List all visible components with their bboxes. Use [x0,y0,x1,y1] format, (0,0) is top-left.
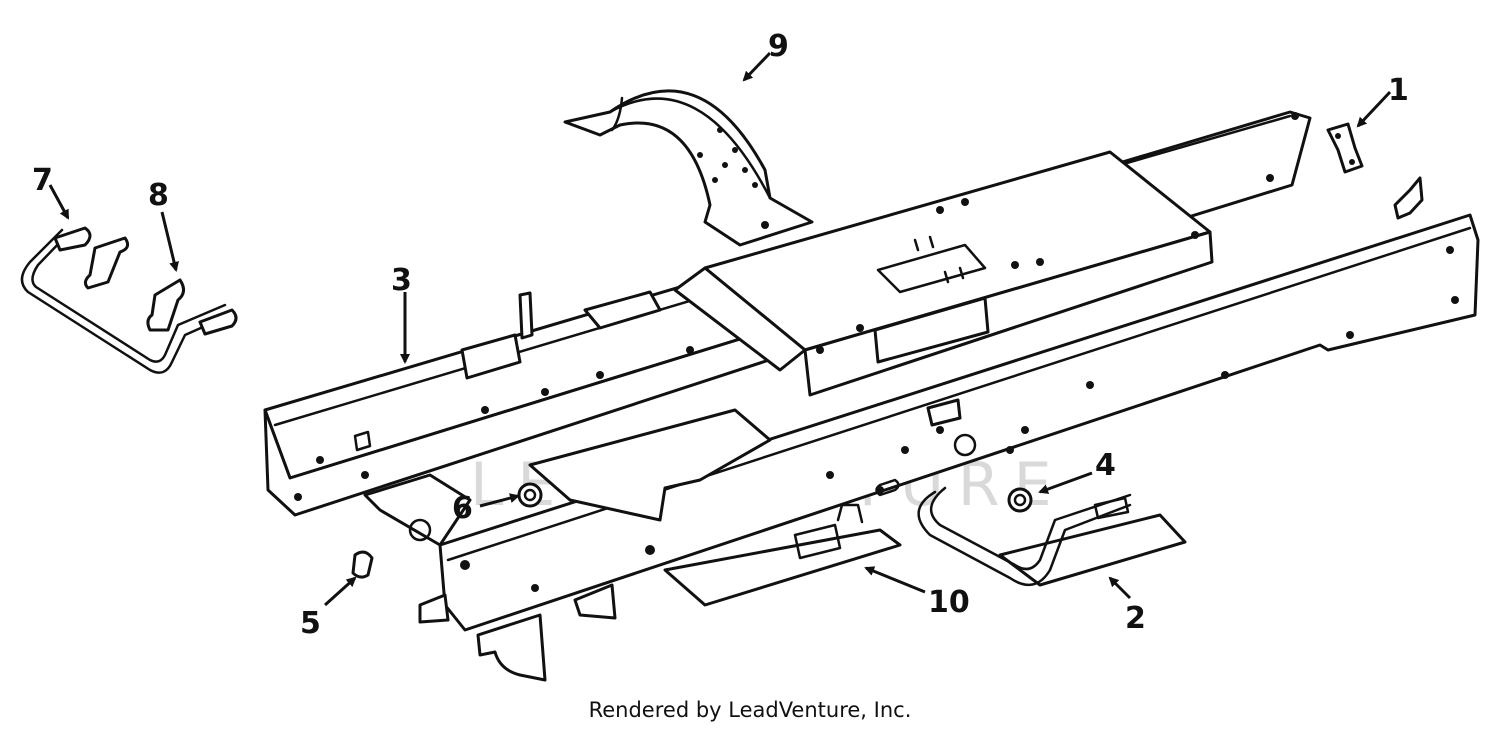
callout-8: 8 [148,178,169,213]
callout-7: 7 [32,163,53,198]
callout-2: 2 [1125,601,1146,636]
front-lower-rail [438,213,1480,632]
part-6-grommet [517,482,543,508]
render-credit-footer: Rendered by LeadVenture, Inc. [588,698,912,722]
callout-6: 6 [452,491,473,526]
callout-4: 4 [1095,448,1116,483]
callout-labels: 1 2 3 4 5 6 7 8 9 10 [32,29,1409,641]
part-10-lower-plate [663,503,902,607]
center-tunnel [673,150,1214,397]
callout-9: 9 [768,29,789,64]
part-4-bushing [1007,487,1033,513]
leader-lines [48,51,1392,607]
callout-5: 5 [300,606,321,641]
part-2-cross-bar [917,486,1187,587]
front-mount-bracket [418,583,617,682]
callout-1: 1 [1388,73,1409,108]
part-5-bushing [351,550,374,579]
part-9-shield [563,89,814,247]
part-8-clip [83,236,185,332]
callout-3: 3 [391,263,412,298]
inner-floor-plate [363,408,772,547]
part-1-bracket [1326,122,1424,220]
part-7-hanger-rod [20,226,238,374]
callout-10: 10 [928,585,970,620]
